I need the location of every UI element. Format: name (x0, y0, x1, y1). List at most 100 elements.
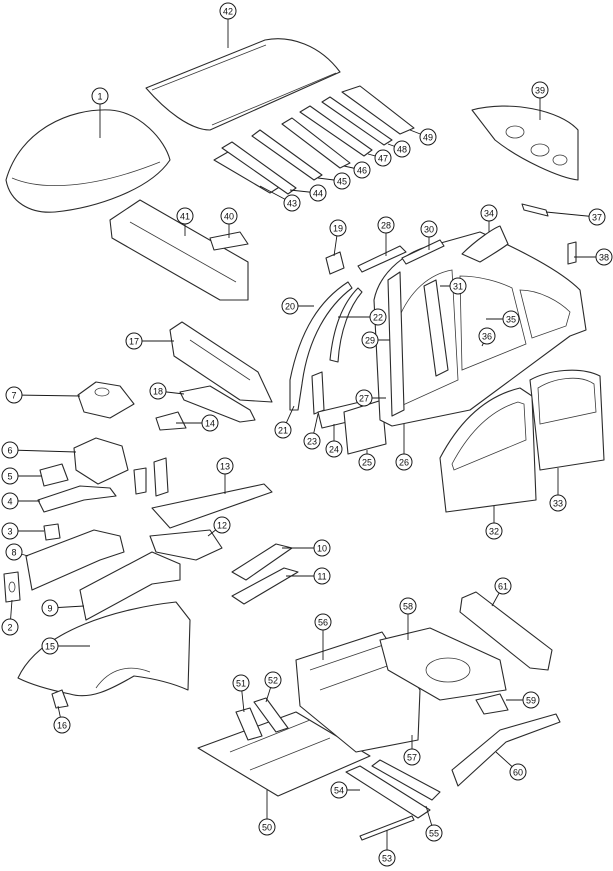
callout-13: 13 (216, 457, 234, 475)
callout-circle-18 (149, 382, 167, 400)
callout-circle-21 (274, 421, 292, 439)
callout-circle-55 (425, 824, 443, 842)
callout-number-45: 45 (337, 177, 347, 187)
callout-number-31: 31 (453, 282, 463, 292)
part-bracket-59 (475, 693, 509, 715)
callout-49: 49 (419, 128, 437, 146)
part-trim-strip-37 (521, 203, 549, 217)
callout-number-47: 47 (378, 154, 388, 164)
callout-41: 41 (176, 207, 194, 225)
callout-28: 28 (377, 216, 395, 234)
callout-number-53: 53 (382, 854, 392, 864)
callout-circle-6 (1, 441, 19, 459)
callout-20: 20 (281, 297, 299, 315)
callout-61: 61 (494, 577, 512, 595)
callout-number-39: 39 (535, 86, 545, 96)
callout-circle-54 (330, 781, 348, 799)
callout-circle-37 (588, 208, 606, 226)
callout-number-1: 1 (97, 92, 102, 102)
callout-40: 40 (220, 207, 238, 225)
callout-number-9: 9 (47, 604, 52, 614)
callout-circle-45 (333, 172, 351, 190)
callout-45: 45 (333, 172, 351, 190)
callout-number-19: 19 (333, 224, 343, 234)
callout-circle-9 (41, 599, 59, 617)
callout-number-29: 29 (365, 336, 375, 346)
callout-number-48: 48 (397, 145, 407, 155)
part-b-pillar-reinf (387, 271, 405, 417)
callout-number-36: 36 (482, 332, 492, 342)
callout-50: 50 (258, 818, 276, 836)
callout-38: 38 (595, 248, 613, 266)
callout-59: 59 (522, 691, 540, 709)
callout-number-57: 57 (407, 753, 417, 763)
part-a-pillar-inner (311, 287, 363, 415)
callout-circle-61 (494, 577, 512, 595)
part-front-door (439, 387, 537, 513)
part-bracket-38 (567, 241, 577, 265)
callout-number-49: 49 (423, 133, 433, 143)
callout-number-42: 42 (223, 7, 233, 17)
callout-number-17: 17 (129, 337, 139, 347)
callout-9: 9 (41, 599, 59, 617)
callout-number-2: 2 (7, 623, 12, 633)
leader-line-7 (13, 394, 81, 397)
part-quarter-panel (461, 225, 509, 263)
callout-15: 15 (41, 637, 59, 655)
callout-circle-1 (91, 87, 109, 105)
callout-circle-40 (220, 207, 238, 225)
callout-27: 27 (355, 389, 373, 407)
callout-36: 36 (478, 327, 496, 345)
callout-circle-28 (377, 216, 395, 234)
part-sill-54 (345, 765, 431, 819)
part-a-pillar-outer (289, 281, 353, 411)
callout-number-27: 27 (359, 394, 369, 404)
callout-33: 33 (549, 494, 567, 512)
callout-number-43: 43 (287, 199, 297, 209)
callout-circle-38 (595, 248, 613, 266)
callout-number-60: 60 (513, 768, 523, 778)
callout-54: 54 (330, 781, 348, 799)
callout-circle-4 (1, 492, 19, 510)
callout-circle-16 (53, 716, 71, 734)
callout-circle-41 (176, 207, 194, 225)
callout-number-8: 8 (11, 548, 16, 558)
callout-circle-24 (325, 440, 343, 458)
callout-11: 11 (313, 567, 331, 585)
callout-circle-35 (502, 310, 520, 328)
callout-51: 51 (232, 674, 250, 692)
callout-number-10: 10 (317, 544, 327, 554)
callout-circle-42 (219, 2, 237, 20)
callout-43: 43 (283, 194, 301, 212)
callout-6: 6 (1, 441, 19, 459)
callout-circle-2 (1, 618, 19, 636)
callout-number-33: 33 (553, 499, 563, 509)
callout-55: 55 (425, 824, 443, 842)
callout-number-50: 50 (262, 823, 272, 833)
callout-number-52: 52 (268, 676, 278, 686)
callout-58: 58 (399, 597, 417, 615)
callout-circle-25 (358, 453, 376, 471)
part-tailgate (471, 105, 579, 181)
callout-number-26: 26 (399, 458, 409, 468)
part-side-member-rear (79, 551, 181, 621)
callout-34: 34 (480, 204, 498, 222)
part-rear-door (529, 369, 605, 471)
callout-circle-48 (393, 140, 411, 158)
callout-number-14: 14 (205, 419, 215, 429)
callout-number-25: 25 (362, 458, 372, 468)
callout-number-18: 18 (153, 387, 163, 397)
callout-number-55: 55 (429, 829, 439, 839)
callout-circle-26 (395, 453, 413, 471)
callout-37: 37 (588, 208, 606, 226)
callout-42: 42 (219, 2, 237, 20)
callout-number-15: 15 (45, 642, 55, 652)
callout-number-5: 5 (7, 472, 12, 482)
callout-17: 17 (125, 332, 143, 350)
callout-circle-11 (313, 567, 331, 585)
callout-circle-57 (403, 748, 421, 766)
callout-circle-43 (283, 194, 301, 212)
